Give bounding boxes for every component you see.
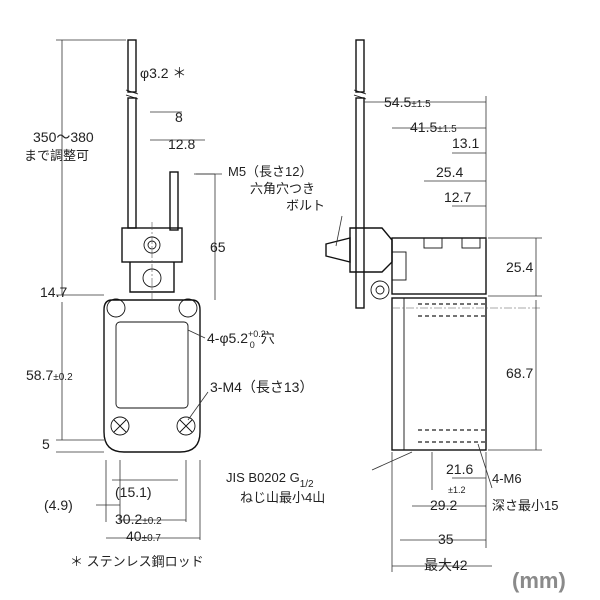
dim-41-label: 41.5±1.5: [410, 119, 457, 135]
rod-lower: [127, 97, 137, 229]
body-width-value: 40: [126, 528, 142, 544]
hidden-bottom-taps: [418, 429, 486, 443]
body-height-label: 58.7±0.2: [26, 367, 73, 383]
body-width-tol: ±0.7: [142, 533, 162, 544]
conduit-fraction: 1/2: [300, 479, 314, 490]
screws-label: 3-M4（長さ13）: [210, 379, 313, 395]
screw-cross-marks: [113, 419, 193, 433]
side-rod-lower: [355, 97, 365, 309]
side-tap-right: [461, 237, 481, 249]
body-height-value: 58.7: [26, 367, 53, 383]
top-to-hole-label: 14.7: [40, 284, 67, 300]
left-offset-label: (4.9): [44, 497, 73, 513]
dim-42-label: 最大42: [424, 557, 468, 573]
rod-top: [127, 39, 137, 93]
conduit-label: JIS B0202 G1/2: [226, 470, 314, 490]
dim-29-label: 29.2: [430, 497, 457, 513]
screw-bottom-right-icon: [176, 416, 196, 436]
rod-length-note: まで調整可: [24, 148, 89, 163]
rod-diameter-label: φ3.2 ＊: [140, 65, 186, 81]
dim-25-right-label: 25.4: [506, 259, 533, 275]
mount-hole-top-right-icon: [178, 298, 198, 318]
dim-54-label: 54.5±1.5: [384, 94, 431, 110]
leader-side-bolt: [335, 215, 343, 247]
footnote: ＊ ステンレス鋼ロッド: [70, 554, 204, 569]
conduit-line-1: JIS B0202 G: [226, 470, 300, 485]
body-height-tol: ±0.2: [53, 372, 73, 383]
switch-body: [103, 299, 201, 453]
side-body: [391, 297, 487, 451]
dim-35-label: 35: [438, 531, 454, 547]
hole-pitch-value: 30.2: [115, 511, 142, 527]
rod-length-label: 350～380: [33, 129, 94, 145]
leader-conduit: [371, 451, 413, 471]
bolt-label-2: 六角穴つき: [250, 181, 315, 196]
leader-holes: [187, 329, 206, 339]
bolt-label-3: ボルト: [286, 198, 325, 213]
dim-54-tol: ±1.5: [411, 99, 431, 110]
mount-holes-tol-lower: 0: [250, 340, 255, 350]
side-view: [325, 39, 542, 572]
side-rod-top: [355, 39, 365, 93]
dim-41-value: 41.5: [410, 119, 437, 135]
hole-pitch-label: 30.2±0.2: [115, 511, 162, 527]
side-tap-left: [423, 237, 443, 249]
leader-taps: [477, 443, 493, 489]
body-width-label: 40±0.7: [126, 528, 161, 544]
mount-hole-top-left-icon: [106, 298, 126, 318]
front-view: [56, 39, 222, 540]
dim-29-tol: ±1.2: [448, 485, 465, 495]
dim-13-label: 13.1: [452, 135, 479, 151]
conduit-line-2: ねじ山最小4山: [240, 490, 325, 505]
hidden-top-taps: [418, 303, 486, 317]
mount-holes-tol-upper: +0.2: [248, 329, 266, 339]
lever-offset-label: 12.8: [168, 136, 195, 152]
lever-arm: [169, 171, 179, 231]
leader-screws: [187, 391, 209, 421]
dim-12-label: 12.7: [444, 189, 471, 205]
unit-label: (mm): [512, 568, 566, 593]
side-shaft-inner: [375, 285, 385, 295]
dim-68-label: 68.7: [506, 365, 533, 381]
rod-offset-label: 8: [175, 109, 183, 125]
inner-width-label: (15.1): [115, 484, 152, 500]
mount-holes-text: 4-φ5.2: [207, 330, 248, 346]
dim-21-label: 21.6: [446, 461, 473, 477]
tap-label-2: 深さ最小15: [492, 498, 558, 513]
dim-25-top-label: 25.4: [436, 164, 463, 180]
hole-pitch-tol: ±0.2: [142, 516, 162, 527]
screw-bottom-left-icon: [110, 416, 130, 436]
lever-height-label: 65: [210, 239, 226, 255]
tap-label-1: 4-M6: [492, 471, 522, 486]
bottom-offset-label: 5: [42, 436, 50, 452]
body-window: [115, 321, 189, 409]
mount-holes-suffix: 穴: [261, 330, 275, 346]
side-bolt-head: [325, 237, 351, 263]
dim-41-tol: ±1.5: [437, 124, 457, 135]
side-shaft-icon: [370, 280, 390, 300]
dim-54-value: 54.5: [384, 94, 411, 110]
side-head-step: [391, 251, 407, 281]
bolt-label-1: M5（長さ12）: [228, 164, 313, 179]
